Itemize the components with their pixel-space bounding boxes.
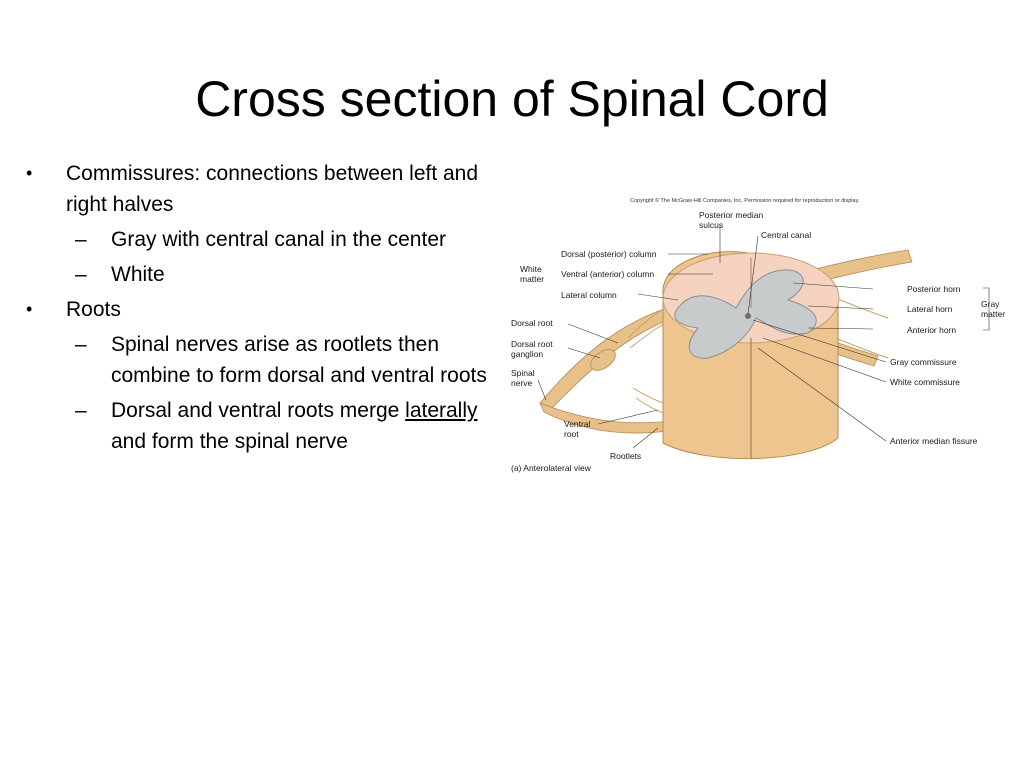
label-white-commissure: White commissure [890,377,960,387]
copyright-notice: Copyright © The McGraw-Hill Companies, I… [630,197,860,204]
label-gray-matter: matter [981,309,1005,319]
label-white-matter: matter [520,274,544,284]
label-spinal-nerve: nerve [511,378,533,388]
central-canal [745,313,751,319]
bullet-text: Commissures: connections between left an… [66,162,479,216]
slide-title: Cross section of Spinal Cord [195,71,829,127]
dorsal-root-ganglion [590,349,616,371]
label-dorsal-root: Dorsal root [511,318,553,328]
label-rootlets: Rootlets [610,451,641,461]
label-anterior-horn: Anterior horn [907,325,956,335]
spinal-cord-figure: Copyright © The McGraw-Hill Companies, I… [508,188,1016,482]
label-posterior-horn: Posterior horn [907,284,961,294]
leader-lines [537,226,990,449]
bullet-text: Roots [66,298,121,321]
bullet-dot: • [26,163,33,183]
label-view: (a) Anterolateral view [511,463,592,473]
label-anterior-median-fissure: Anterior median fissure [890,436,978,446]
underlined-word: laterally [405,399,478,422]
label-white-matter: White [520,264,542,274]
gray-matter [674,269,817,359]
sub-bullet-text: White [111,263,165,286]
bullet-list: • Commissures: connections between left … [26,158,496,461]
bullet-dash: – [75,263,87,286]
sub-bullet-merge: – Dorsal and ventral roots merge lateral… [26,395,496,457]
label-dorsal-root-ganglion: ganglion [511,349,543,359]
sub-bullet-gray: – Gray with central canal in the center [26,224,496,255]
spinal-cord [662,251,840,460]
label-gray-commissure: Gray commissure [890,357,957,367]
spinal-cord-diagram: Copyright © The McGraw-Hill Companies, I… [511,197,1005,473]
bullet-dash: – [75,228,87,251]
label-posterior-median-sulcus: sulcus [699,220,723,230]
label-gray-matter: Gray [981,299,1000,309]
sub-bullet-text: Gray with central canal in the center [111,228,446,251]
sub-bullet-text: Spinal nerves arise as rootlets then com… [111,333,487,387]
label-dorsal-column: Dorsal (posterior) column [561,249,657,259]
label-ventral-column: Ventral (anterior) column [561,269,654,279]
bullet-dash: – [75,399,87,422]
label-central-canal: Central canal [761,230,811,240]
label-posterior-median-sulcus: Posterior median [699,210,764,220]
label-dorsal-root-ganglion: Dorsal root [511,339,553,349]
label-lateral-column: Lateral column [561,290,617,300]
bullet-roots: • Roots [26,294,496,325]
sub-bullet-rootlets: – Spinal nerves arise as rootlets then c… [26,329,496,391]
sub-bullet-text: Dorsal and ventral roots merge [111,399,400,422]
sub-bullet-white: – White [26,259,496,290]
label-ventral-root: root [564,429,579,439]
bullet-commissures: • Commissures: connections between left … [26,158,496,220]
label-ventral-root: Ventral [564,419,591,429]
label-lateral-horn: Lateral horn [907,304,953,314]
bullet-dot: • [26,299,33,319]
sub-bullet-text: and form the spinal nerve [111,430,348,453]
bullet-dash: – [75,333,87,356]
label-spinal-nerve: Spinal [511,368,535,378]
